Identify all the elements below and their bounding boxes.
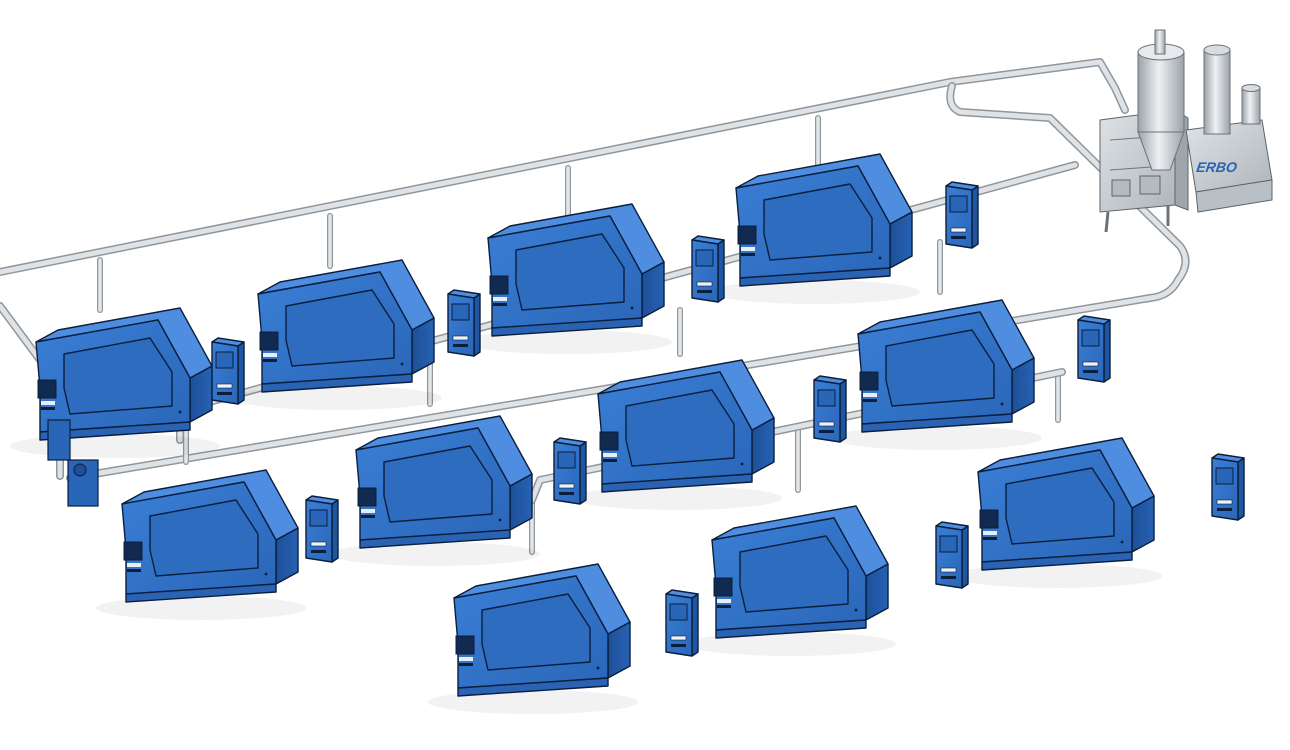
control-box-icon bbox=[211, 337, 245, 405]
duct-pipe-icon bbox=[0, 58, 1129, 276]
control-box-icon bbox=[945, 181, 979, 249]
filter-units bbox=[9, 153, 1245, 715]
filter-unit-icon bbox=[831, 299, 1043, 451]
control-box-icon bbox=[691, 235, 725, 303]
control-box-icon bbox=[665, 589, 699, 657]
filter-unit-icon bbox=[231, 259, 443, 411]
filter-unit-icon bbox=[461, 203, 673, 355]
drop-pipes bbox=[97, 115, 1061, 555]
collector-brand-label: ERBO bbox=[1195, 159, 1238, 175]
filter-unit-icon bbox=[571, 359, 783, 511]
inlet-fittings bbox=[47, 419, 99, 507]
filter-unit-icon bbox=[685, 505, 897, 657]
control-box-icon bbox=[935, 521, 969, 589]
return-loop-pipe bbox=[66, 82, 1190, 482]
filter-unit-icon bbox=[951, 437, 1163, 589]
filter-unit-icon bbox=[95, 469, 307, 621]
filter-unit-icon bbox=[427, 563, 639, 715]
control-box-icon bbox=[813, 375, 847, 443]
filter-unit-icon bbox=[709, 153, 921, 305]
control-box-icon bbox=[305, 495, 339, 563]
filter-unit-icon bbox=[329, 415, 541, 567]
dust-collector-icon: ERBO bbox=[1099, 29, 1273, 233]
control-box-icon bbox=[553, 437, 587, 505]
control-box-icon bbox=[1211, 453, 1245, 521]
control-box-icon bbox=[447, 289, 481, 357]
control-box-icon bbox=[1077, 315, 1111, 383]
